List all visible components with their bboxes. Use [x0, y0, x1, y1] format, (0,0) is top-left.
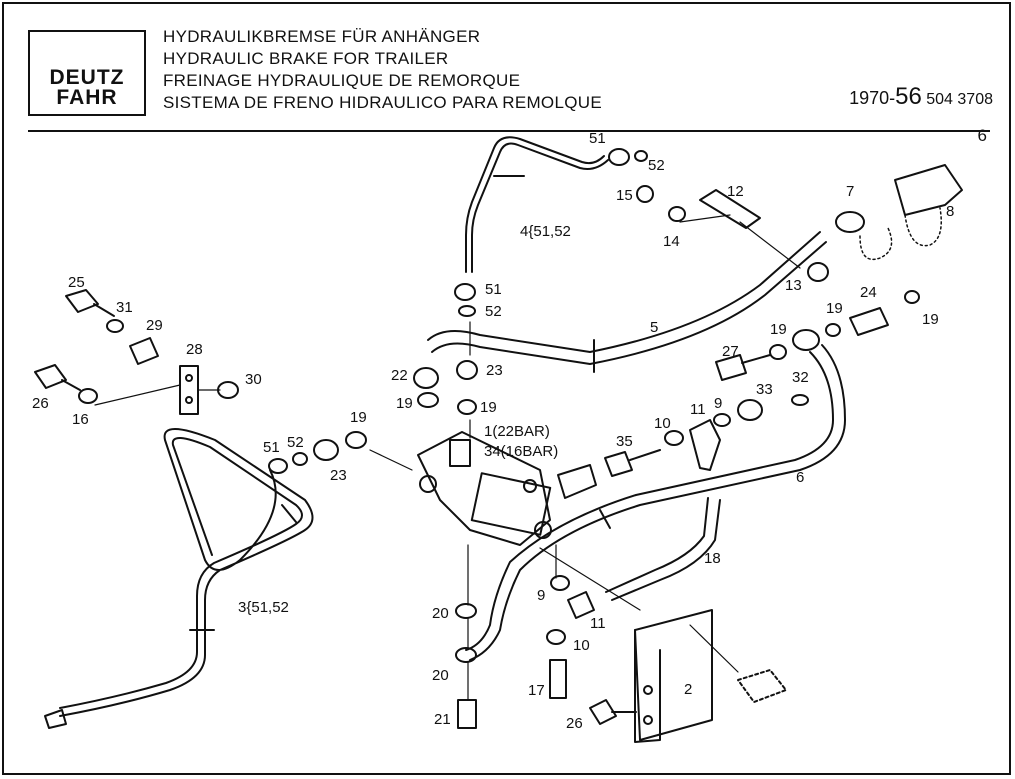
bracket-28: [179, 365, 199, 415]
callout-23: 23: [486, 362, 503, 379]
callout-19-b: 19: [480, 399, 497, 416]
callout-20-b: 20: [432, 667, 449, 684]
callout-51-c: 51: [263, 439, 280, 456]
callout-51: 51: [589, 130, 606, 147]
callout-2: 2: [684, 681, 692, 698]
callout-13: 13: [785, 277, 802, 294]
callout-6: 6: [796, 469, 804, 486]
part-rest: 504 3708: [921, 91, 993, 108]
title-block: HYDRAULIKBREMSE FÜR ANHÄNGER HYDRAULIC B…: [163, 26, 602, 114]
callout-25: 25: [68, 274, 85, 291]
callout-19-f: 19: [350, 409, 367, 426]
callout-52-c: 52: [287, 434, 304, 451]
part-number: 1970-56 504 3708: [849, 83, 993, 111]
callout-26: 26: [32, 395, 49, 412]
callout-labels: 51 52 15 12 14 7 8 13 4{51,52 51 52 25 3…: [32, 130, 954, 732]
title-french: FREINAGE HYDRAULIQUE DE REMORQUE: [163, 71, 521, 90]
callout-16: 16: [72, 411, 89, 428]
callout-35: 35: [616, 433, 633, 450]
brake-pipe-upper: [465, 136, 609, 273]
callout-18: 18: [704, 550, 721, 567]
callout-19-d: 19: [826, 300, 843, 317]
callout-22: 22: [391, 367, 408, 384]
callout-28: 28: [186, 341, 203, 358]
page-number: 6: [977, 126, 987, 145]
callout-51-b: 51: [485, 281, 502, 298]
hose-18: [605, 497, 721, 601]
callout-30: 30: [245, 371, 262, 388]
callout-11: 11: [690, 401, 706, 418]
header-rule: [28, 130, 990, 132]
callout-5: 5: [650, 319, 658, 336]
callout-29: 29: [146, 317, 163, 334]
callout-33: 33: [756, 381, 773, 398]
logo-line-1: DEUTZ: [49, 66, 125, 89]
part-prefix: 1970-: [849, 88, 896, 108]
callout-52: 52: [648, 157, 665, 174]
callout-32: 32: [792, 369, 809, 386]
callout-19-a: 19: [396, 395, 413, 412]
callout-19-e: 19: [922, 311, 939, 328]
coupling-chain: [859, 207, 942, 260]
callout-15: 15: [616, 187, 633, 204]
callout-9: 9: [714, 395, 722, 412]
title-english: HYDRAULIC BRAKE FOR TRAILER: [163, 49, 449, 68]
brake-valve: [417, 431, 552, 546]
callout-21: 21: [434, 711, 451, 728]
callout-11-b: 11: [590, 615, 606, 632]
callout-12: 12: [727, 183, 744, 200]
part-group: 56: [895, 83, 922, 110]
hose-6: [465, 344, 846, 661]
callout-17: 17: [528, 682, 545, 699]
callout-24: 24: [860, 284, 877, 301]
callout-34: 34(16BAR): [484, 443, 558, 460]
callout-4: 4{51,52: [520, 223, 571, 240]
title-german: HYDRAULIKBREMSE FÜR ANHÄNGER: [163, 27, 481, 46]
brake-pipe-3: [59, 428, 314, 717]
callout-10-b: 10: [573, 637, 590, 654]
callout-23-b: 23: [330, 467, 347, 484]
callout-10: 10: [654, 415, 671, 432]
logo-line-2: FAHR: [56, 86, 118, 109]
callout-20-a: 20: [432, 605, 449, 622]
fittings: [34, 148, 963, 729]
callout-27: 27: [722, 343, 739, 360]
callout-14: 14: [663, 233, 680, 250]
callout-19-c: 19: [770, 321, 787, 338]
callout-1: 1(22BAR): [484, 423, 550, 440]
callout-52-b: 52: [485, 303, 502, 320]
bracket-2: [634, 609, 713, 743]
title-spanish: SISTEMA DE FRENO HIDRAULICO PARA REMOLQU…: [163, 93, 602, 112]
callout-3: 3{51,52: [238, 599, 289, 616]
callout-31: 31: [116, 299, 133, 316]
callout-9-b: 9: [537, 587, 545, 604]
callout-7: 7: [846, 183, 854, 200]
hose-5: [427, 231, 827, 373]
leader-lines: [94, 214, 801, 701]
deutz-fahr-logo: DEUTZ FAHR: [28, 30, 146, 116]
callout-8: 8: [946, 203, 954, 220]
callout-26-b: 26: [566, 715, 583, 732]
